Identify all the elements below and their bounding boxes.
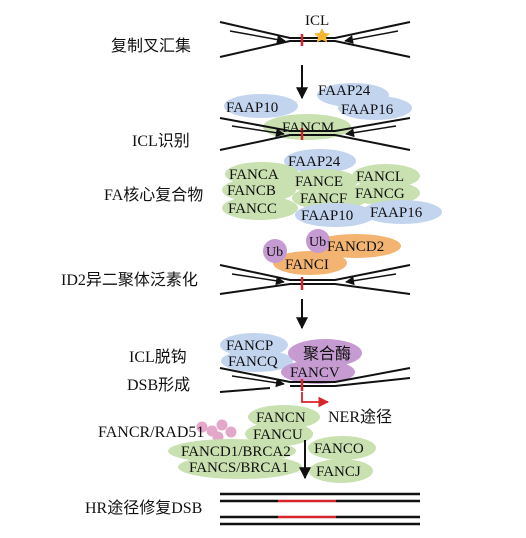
faap10-core-blob [295, 203, 375, 227]
ub-left-label: Ub [266, 245, 283, 260]
ner-arrow [301, 392, 330, 408]
dsb-dna [219, 367, 411, 393]
ub-right-label: Ub [309, 235, 326, 250]
faap16-core-blob [362, 200, 442, 224]
icl-star-icon [314, 28, 330, 43]
stage-label-fa-core: FA核心复合物 [104, 186, 203, 204]
fancm-blob [263, 114, 351, 140]
fancn-label: FANCN [256, 410, 306, 426]
fancf-label: FANCF [300, 191, 347, 207]
fanco-label: FANCO [314, 441, 364, 457]
faap10-blob [224, 94, 298, 118]
fancm-label: FANCM [282, 120, 334, 136]
icl-label: ICL [305, 13, 329, 29]
fancq-blob [221, 350, 293, 372]
fancg-label: FANCG [355, 186, 405, 202]
fanci-blob [273, 251, 347, 275]
fance-label: FANCE [295, 174, 343, 190]
stage-label-fancr: FANCR/RAD51 [98, 424, 204, 441]
id2-dna [219, 264, 411, 295]
faap10-core-label: FAAP10 [301, 208, 353, 224]
fancv-label: FANCV [290, 365, 340, 381]
fancq-label: FANCQ [228, 354, 278, 370]
fancd2-label: FANCD2 [327, 239, 384, 255]
fancj-blob [309, 459, 373, 483]
fancl-blob [352, 164, 420, 188]
fancd2-blob [311, 234, 401, 258]
stage-label-hr: HR途径修复DSB [85, 499, 202, 517]
hr-dna [220, 492, 420, 526]
polymerase-blob [288, 339, 362, 367]
fanco-blob [308, 436, 376, 460]
fancu-blob [245, 422, 313, 446]
faap16-label: FAAP16 [341, 102, 394, 118]
faap16-core-label: FAAP16 [370, 205, 423, 221]
stage-label-fork: 复制叉汇集 [111, 37, 191, 55]
stage-label-icl-unhook: ICL脱钩 [129, 348, 187, 366]
faap24-label: FAAP24 [318, 83, 371, 99]
polymerase-label: 聚合酶 [303, 345, 351, 363]
faap24-core-label: FAAP24 [288, 154, 341, 170]
fancj-label: FANCJ [316, 464, 361, 480]
fancp-label: FANCP [226, 338, 273, 354]
stage-label-dsb: DSB形成 [127, 376, 190, 394]
faap24-core-blob [284, 149, 356, 173]
stage-label-id2: ID2异二聚体泛素化 [61, 271, 198, 289]
fancc-label: FANCC [228, 201, 277, 217]
ub-right-blob [306, 229, 330, 253]
ub-left-blob [263, 239, 287, 263]
fanca-label: FANCA [229, 167, 279, 183]
fancu-label: FANCU [253, 427, 303, 443]
fancg-blob [348, 181, 420, 205]
faap16-blob [338, 96, 412, 120]
stage-label-icl-recognition: ICL识别 [132, 132, 190, 150]
fancs-blob [178, 455, 302, 479]
fancb-blob [222, 178, 296, 202]
faap10-label: FAAP10 [226, 100, 278, 116]
fancd1-label: FANCD1/BRCA2 [181, 444, 291, 460]
rad51-cluster [196, 419, 237, 443]
icl-recognition-dna [219, 117, 411, 151]
fancs-label: FANCS/BRCA1 [189, 460, 289, 476]
fancb-label: FANCB [227, 183, 276, 199]
fanci-label: FANCI [285, 257, 329, 273]
fancc-blob [222, 196, 298, 220]
fork-dna [219, 21, 411, 58]
ner-label: NER途径 [328, 408, 392, 426]
fancv-blob [281, 360, 355, 384]
fancl-label: FANCL [356, 169, 404, 185]
